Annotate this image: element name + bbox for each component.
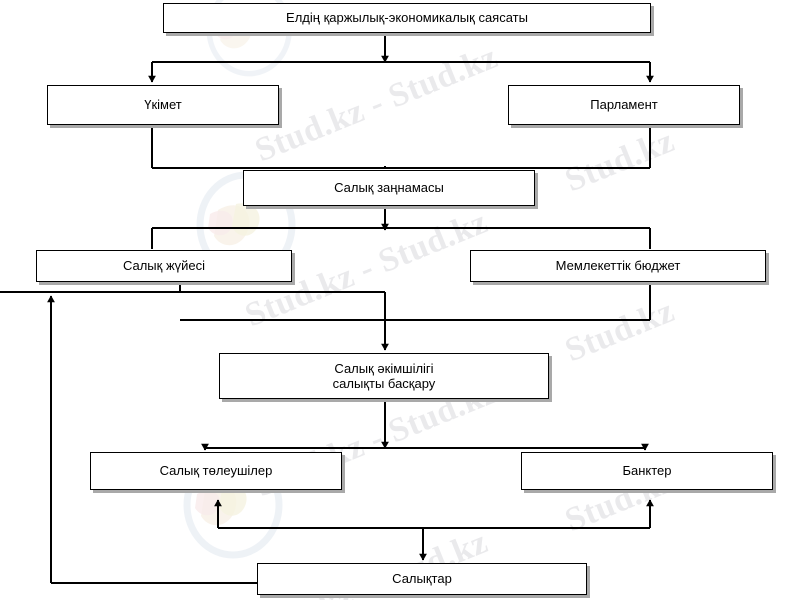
node-banks[interactable]: Банктер — [521, 452, 773, 490]
node-taxes-label: Салықтар — [392, 571, 452, 587]
node-tax-law[interactable]: Салық заңнамасы — [243, 170, 535, 206]
node-tax-administration[interactable]: Салық әкімшілігі салықты басқару — [219, 353, 549, 399]
node-policy[interactable]: Елдің қаржылық-экономикалық саясаты — [163, 3, 651, 33]
node-taxpayers-label: Салық төлеушілер — [159, 463, 273, 479]
node-state-budget-label: Мемлекеттік бюджет — [555, 258, 681, 274]
node-taxes[interactable]: Салықтар — [257, 563, 587, 595]
node-tax-administration-label: Салық әкімшілігі — [334, 360, 434, 376]
node-government[interactable]: Үкімет — [47, 85, 279, 125]
node-tax-system[interactable]: Салық жүйесі — [36, 250, 292, 282]
node-tax-administration-label-line2: салықты басқару — [332, 376, 436, 391]
node-policy-label: Елдің қаржылық-экономикалық саясаты — [286, 10, 528, 26]
node-tax-law-label: Салық заңнамасы — [334, 180, 444, 196]
node-taxpayers[interactable]: Салық төлеушілер — [90, 452, 342, 490]
node-parliament-label: Парламент — [590, 97, 658, 113]
node-government-label: Үкімет — [144, 97, 182, 113]
node-state-budget[interactable]: Мемлекеттік бюджет — [470, 250, 766, 282]
node-parliament[interactable]: Парламент — [508, 85, 740, 125]
node-banks-label: Банктер — [622, 463, 672, 479]
node-tax-system-label: Салық жүйесі — [122, 258, 206, 274]
